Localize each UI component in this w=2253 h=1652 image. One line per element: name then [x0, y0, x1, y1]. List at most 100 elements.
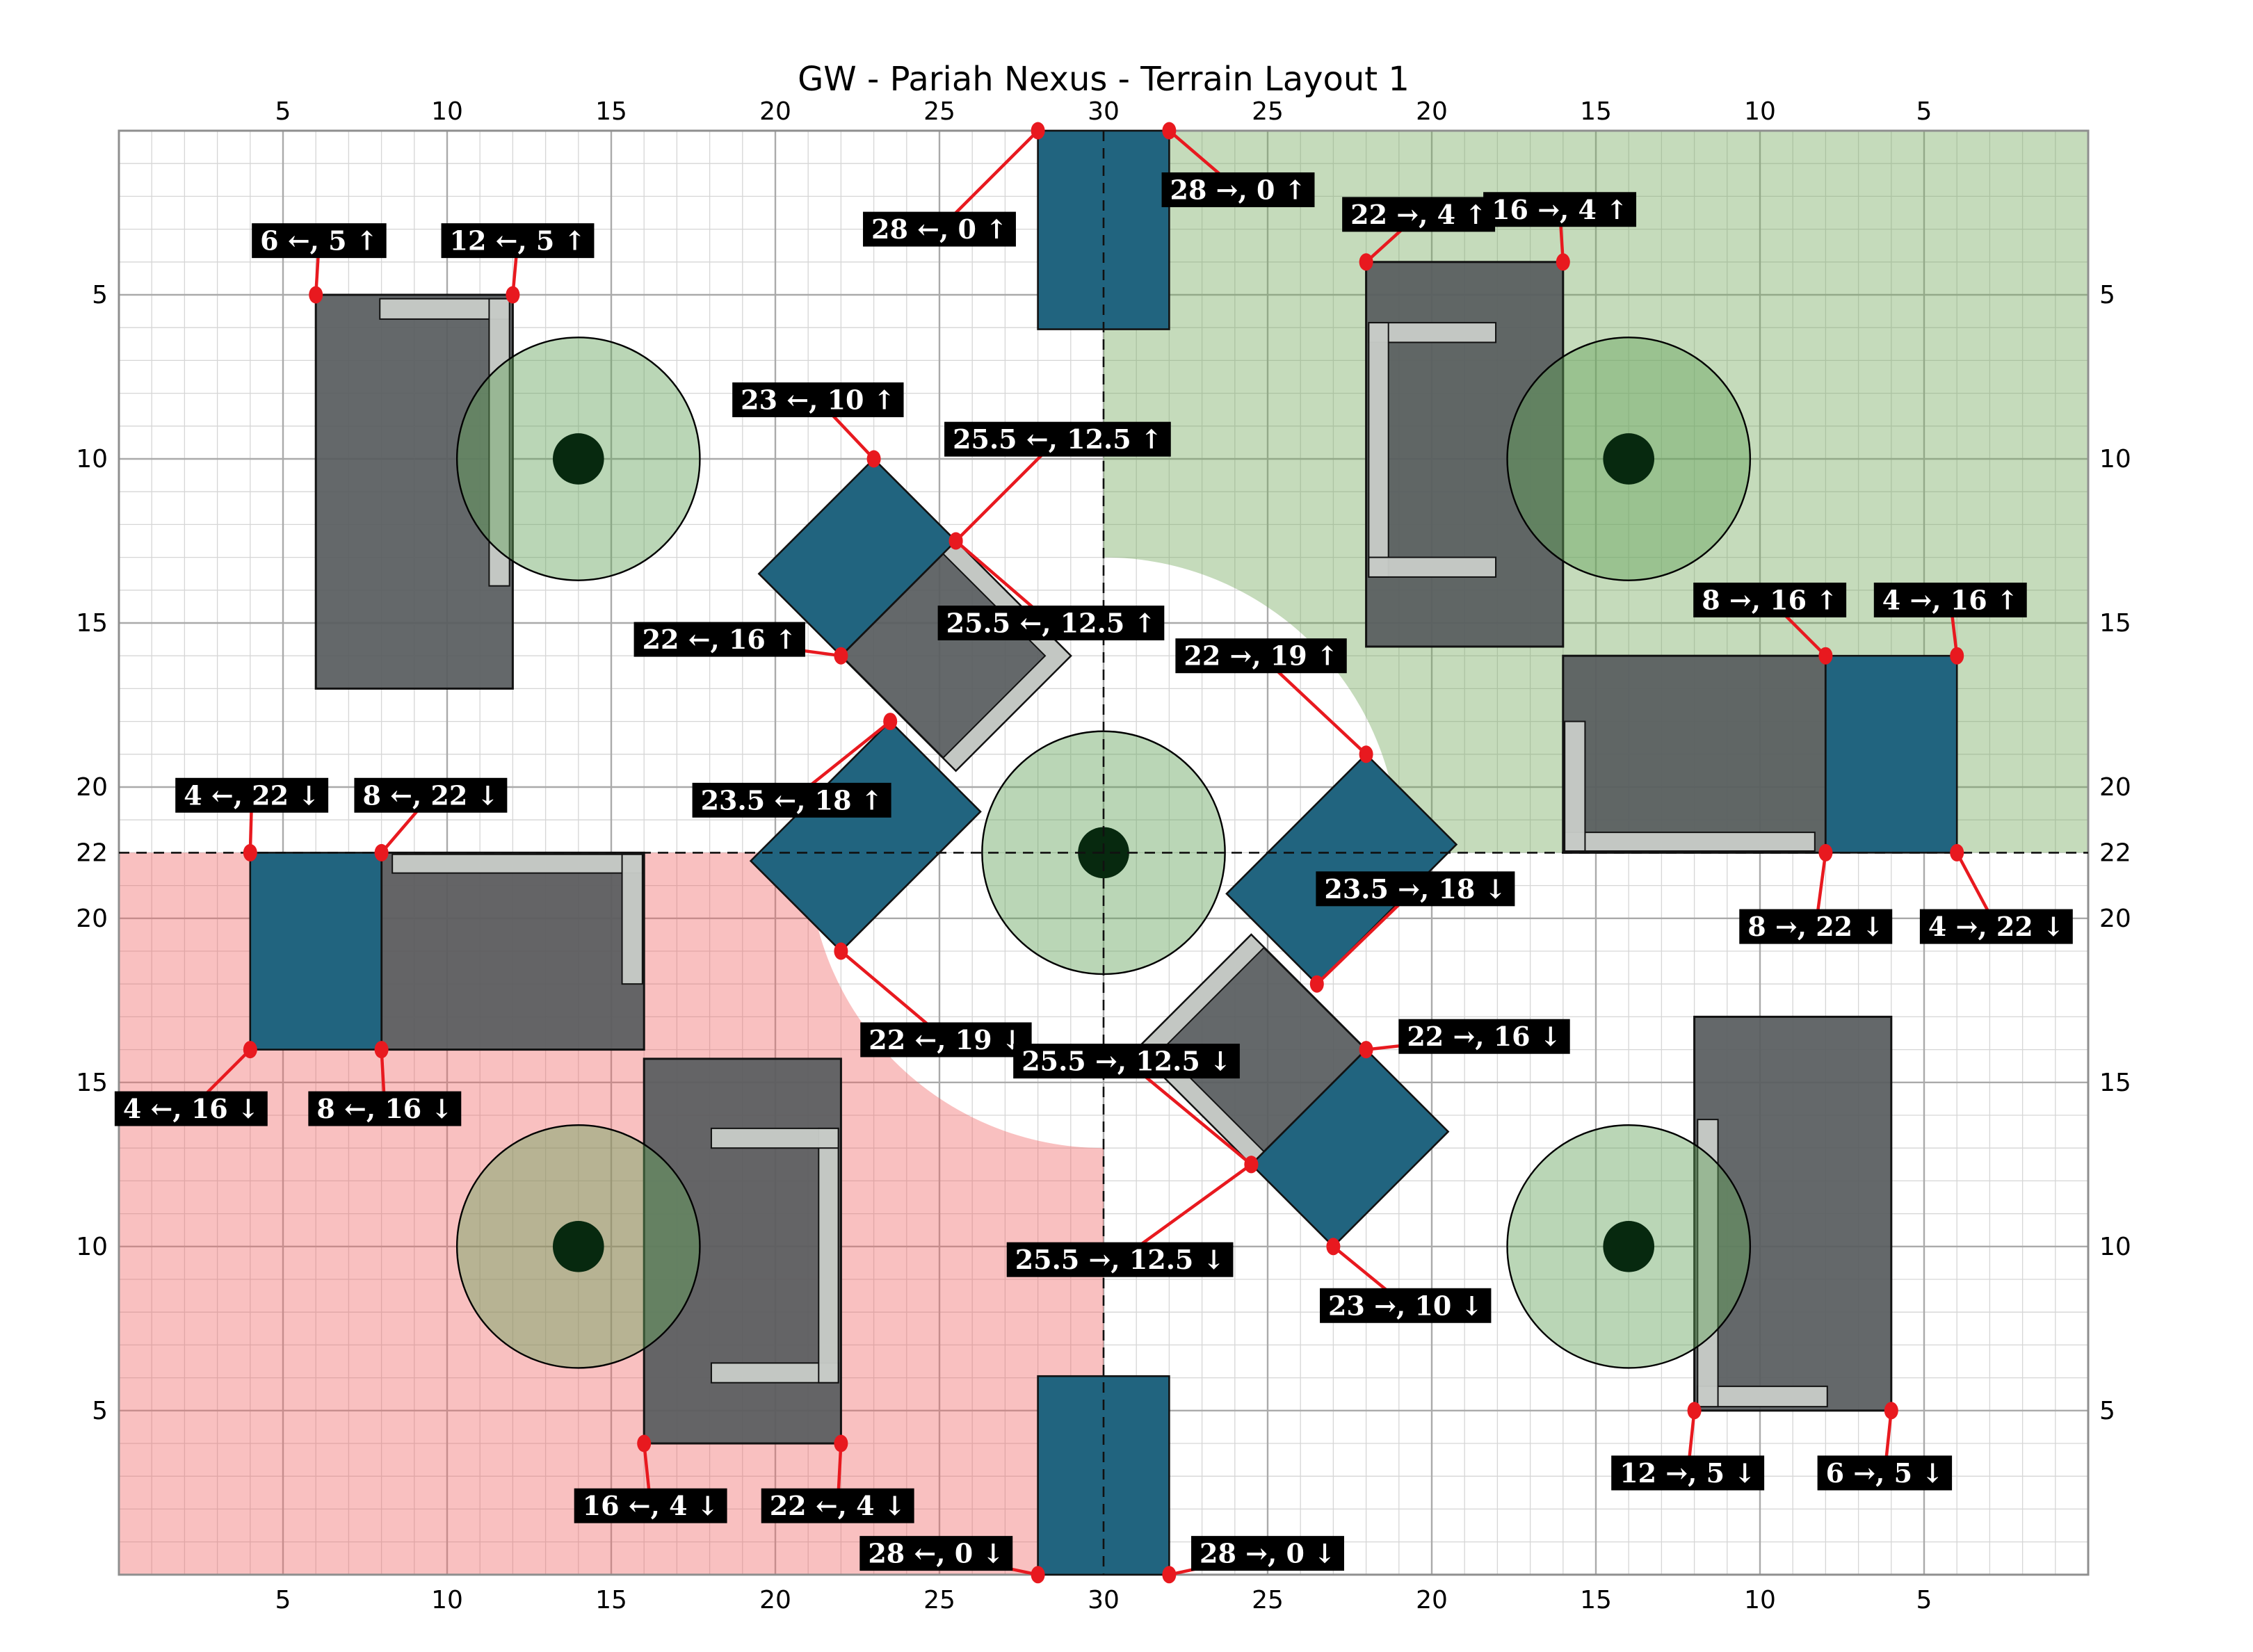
- measurement-label-text: 16 →, 4 ↑: [1492, 194, 1628, 225]
- measurement-label-text: 6 ←, 5 ↑: [260, 225, 378, 257]
- objectives-layer: [455, 337, 1752, 1369]
- measurement-label-box: [308, 1091, 462, 1126]
- corner-marker: [374, 843, 389, 861]
- measurement-label-text: 22 ←, 16 ↑: [643, 624, 797, 655]
- measurement-label-text: 6 →, 5 ↓: [1826, 1457, 1944, 1489]
- corner-marker: [1326, 1238, 1341, 1256]
- x-axis-tick-top: 15: [1580, 97, 1612, 126]
- measurement-label-text: 28 ←, 0 ↑: [871, 213, 1008, 245]
- measurement-label: 12 →, 5 ↓: [1611, 1455, 1765, 1491]
- measurement-label-text: 22 →, 16 ↓: [1407, 1021, 1561, 1052]
- ruin-bottom-right-wall: [1697, 1119, 1719, 1408]
- measurement-label: 25.5 ←, 12.5 ↑: [937, 606, 1165, 640]
- corner-marker: [948, 532, 963, 550]
- measurement-label-box: [1316, 871, 1515, 907]
- ruin-bottom-left-wall: [710, 1127, 839, 1149]
- measurement-label-text: 8 →, 22 ↓: [1747, 911, 1884, 942]
- y-axis-tick-right: 22: [2099, 839, 2131, 867]
- ruin-left-middle-wall: [391, 853, 643, 874]
- measurement-label-box: [175, 777, 329, 813]
- axis-ticks: 5510101515202025253030252520201515101055…: [76, 97, 2131, 1614]
- ruin-right-middle: [1562, 654, 1827, 854]
- ruin-left-middle: [380, 851, 645, 1051]
- y-axis-tick-right: 15: [2099, 1069, 2131, 1097]
- annotation-dots: [243, 122, 1964, 1584]
- ruin-bottom-right: [1693, 1015, 1893, 1412]
- figure-title: GW - Pariah Nexus - Terrain Layout 1: [798, 60, 1410, 99]
- ruin-top-left-wall: [379, 298, 510, 320]
- measurement-label-box: [1817, 1455, 1953, 1491]
- measurement-label-box: [1739, 909, 1893, 944]
- x-axis-tick-top: 20: [1416, 97, 1448, 126]
- y-axis-tick-left: 22: [76, 839, 108, 867]
- measurement-label: 22 →, 19 ↑: [1175, 638, 1347, 674]
- corner-marker: [1031, 122, 1045, 140]
- measurement-label: 8 ←, 16 ↓: [308, 1091, 462, 1126]
- measurement-label: 25.5 →, 12.5 ↓: [1013, 1044, 1240, 1079]
- measurement-label-box: [633, 622, 805, 657]
- x-axis-tick-bottom: 20: [759, 1586, 791, 1614]
- measurement-label-box: [863, 211, 1016, 247]
- y-axis-tick-left: 5: [92, 1397, 108, 1425]
- measurement-label-box: [761, 1488, 914, 1523]
- measurement-label-box: [1191, 1536, 1344, 1571]
- measurement-label: 4 ←, 22 ↓: [175, 777, 329, 813]
- measurement-label: 8 →, 22 ↓: [1739, 909, 1893, 944]
- measurement-label-box: [692, 782, 891, 818]
- measurement-label: 22 →, 16 ↓: [1398, 1019, 1570, 1054]
- corner-marker: [834, 647, 848, 665]
- corner-marker: [1556, 253, 1570, 271]
- measurement-label-box: [574, 1488, 727, 1523]
- corner-marker: [243, 843, 257, 861]
- measurement-label-box: [1693, 582, 1847, 617]
- x-axis-tick-bottom: 15: [1580, 1586, 1612, 1614]
- measurement-label: 16 →, 4 ↑: [1483, 192, 1637, 227]
- measurement-label-box: [114, 1091, 268, 1126]
- measurement-label-box: [1483, 192, 1637, 227]
- objective-marker-4: [552, 1220, 604, 1272]
- objective-marker-2: [1603, 433, 1655, 485]
- measurement-label-text: 22 →, 19 ↑: [1184, 640, 1338, 672]
- measurement-label-text: 25.5 ←, 12.5 ↑: [946, 608, 1156, 639]
- measurement-label-text: 23 ←, 10 ↑: [741, 384, 895, 416]
- measurement-label-box: [1873, 582, 2027, 617]
- measurement-label-text: 16 ←, 4 ↓: [583, 1490, 719, 1521]
- diagonal-southeast: [1135, 752, 1458, 1248]
- y-axis-tick-left: 15: [76, 1069, 108, 1097]
- y-axis-tick-right: 20: [2099, 905, 2131, 933]
- measurement-label-text: 25.5 →, 12.5 ↓: [1015, 1244, 1225, 1275]
- measurement-label-text: 12 ←, 5 ↑: [450, 225, 586, 257]
- corner-marker: [1359, 1041, 1373, 1059]
- ruin-bottom-left-wall: [818, 1127, 839, 1384]
- ruin-top-left-footprint: [314, 293, 514, 690]
- measurement-label: 28 →, 0 ↑: [1161, 172, 1315, 207]
- y-axis-tick-left: 10: [76, 445, 108, 473]
- measurement-label: 25.5 →, 12.5 ↓: [1006, 1242, 1234, 1277]
- corner-marker: [834, 1434, 848, 1452]
- measurement-label: 22 →, 4 ↑: [1342, 197, 1496, 232]
- x-axis-tick-top: 20: [759, 97, 791, 126]
- measurement-label-box: [1006, 1242, 1234, 1277]
- measurement-label-box: [860, 1022, 1032, 1058]
- measurement-label: 23.5 ←, 18 ↑: [692, 782, 891, 818]
- measurement-label-text: 23 →, 10 ↓: [1328, 1290, 1483, 1321]
- measurement-label-box: [1320, 1288, 1492, 1323]
- measurement-label-text: 12 →, 5 ↓: [1620, 1457, 1756, 1489]
- corner-marker: [374, 1041, 389, 1059]
- measurement-label-text: 23.5 ←, 18 ↑: [701, 784, 883, 816]
- x-axis-tick-bottom: 25: [923, 1586, 955, 1614]
- x-axis-tick-top: 5: [275, 97, 291, 126]
- corner-marker: [866, 450, 881, 468]
- measurement-label: 23 →, 10 ↓: [1320, 1288, 1492, 1323]
- ruin-top-left-wall: [488, 298, 510, 587]
- measurement-label: 4 →, 16 ↑: [1873, 582, 2027, 617]
- crate-top-center: [1037, 129, 1170, 330]
- objective-marker-5: [1603, 1220, 1655, 1272]
- measurement-label: 6 →, 5 ↓: [1817, 1455, 1953, 1491]
- measurement-label: 25.5 ←, 12.5 ↑: [944, 421, 1171, 457]
- corner-marker: [1950, 843, 1964, 861]
- measurement-label-text: 22 ←, 19 ↓: [869, 1024, 1023, 1055]
- ruin-right-middle-footprint: [1562, 654, 1827, 854]
- measurement-label: 22 ←, 16 ↑: [633, 622, 805, 657]
